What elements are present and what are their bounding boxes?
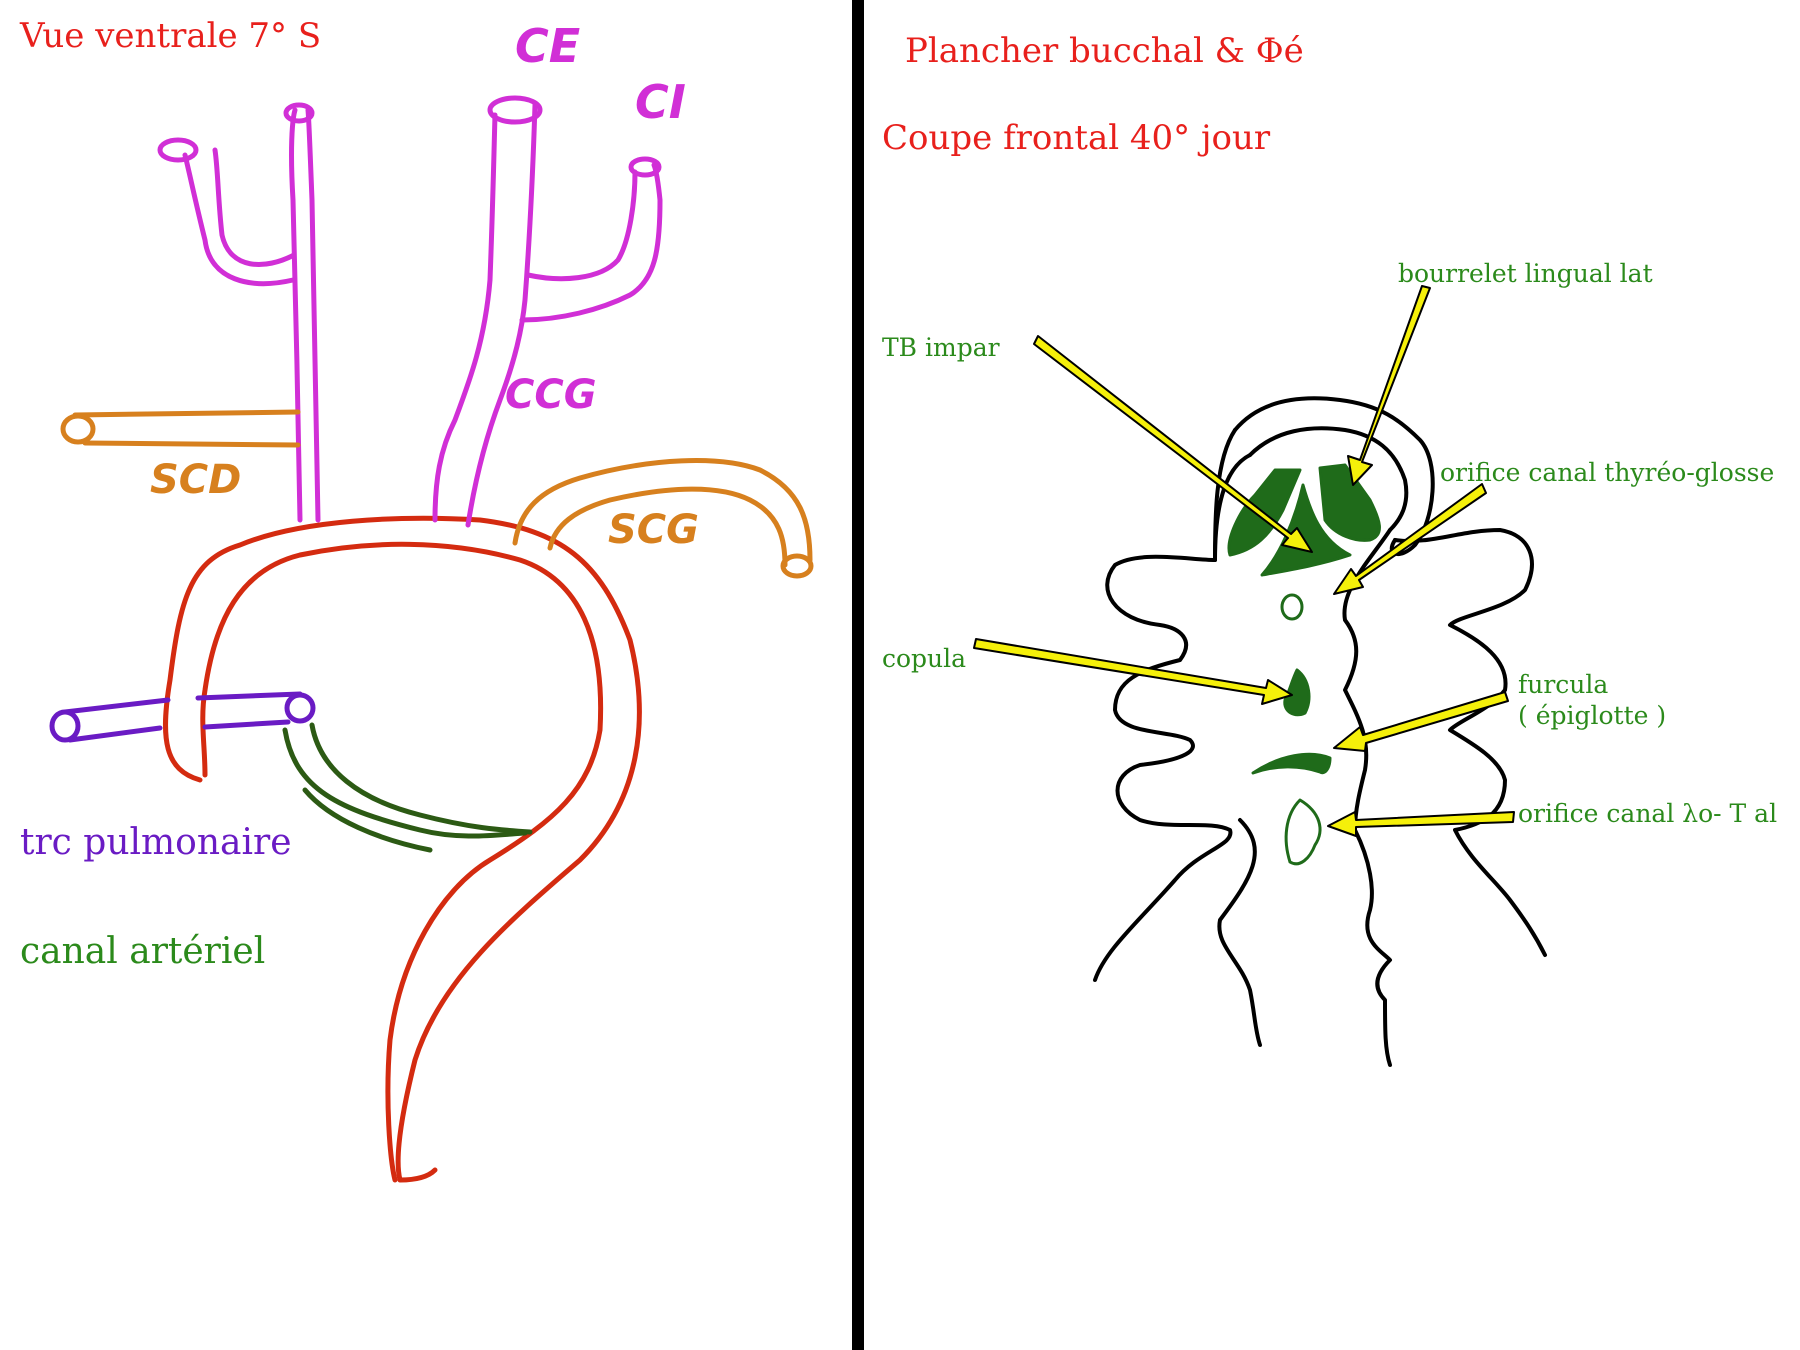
arrow-bourrelet: [1347, 285, 1431, 486]
lateral-lingual-swelling-right: [1318, 463, 1381, 542]
arrow-orifice-thyreo: [1333, 483, 1487, 595]
left-subclavian: [512, 458, 814, 579]
panel-divider: [852, 0, 864, 1350]
legend-pulmonary-trunk: trc pulmonaire: [20, 822, 292, 863]
label-ci: CI: [635, 75, 686, 129]
arrow-orifice-lt: [1327, 811, 1515, 837]
laryngotracheal-orifice: [1284, 798, 1322, 866]
right-title: Plancher bucchal & Φé: [905, 31, 1304, 71]
arrow-tb-impar: [1033, 335, 1313, 553]
annot-bourrelet: bourrelet lingual lat: [1398, 259, 1653, 288]
annot-copula: copula: [882, 644, 966, 673]
label-ccg: CCG: [505, 372, 597, 418]
left-panel: Vue ventrale 7° S: [19, 16, 814, 1183]
right-subtitle: Coupe frontal 40° jour: [882, 118, 1271, 158]
annot-furcula: furcula: [1518, 670, 1608, 699]
copula: [1283, 668, 1311, 717]
annot-epiglotte: ( épiglotte ): [1518, 701, 1666, 730]
left-title: Vue ventrale 7° S: [19, 16, 321, 56]
right-panel: Plancher bucchal & Φé Coupe frontal 40° …: [882, 31, 1777, 1067]
label-ce: CE: [515, 19, 580, 73]
arrow-copula: [973, 638, 1293, 705]
pulmonary-trunk: [49, 691, 316, 743]
arrow-furcula: [1333, 691, 1509, 752]
ductus-arteriosus: [282, 722, 533, 853]
furcula: [1251, 752, 1332, 775]
label-scd: SCD: [150, 457, 241, 503]
legend-ductus: canal artériel: [20, 931, 265, 972]
annotation-labels: bourrelet lingual lat TB impar orifice c…: [882, 259, 1777, 828]
annotation-arrows: [973, 285, 1515, 837]
left-common-carotid: [432, 95, 663, 528]
annot-orifice-lt: orifice canal λo- T al: [1518, 799, 1777, 828]
annot-orifice-thyreo: orifice canal thyréo-glosse: [1440, 458, 1774, 487]
foramen-caecum: [1280, 593, 1304, 621]
label-scg: SCG: [608, 507, 699, 553]
aorta: [163, 515, 642, 1183]
annot-tb-impar: TB impar: [882, 333, 1000, 362]
right-subclavian: [60, 409, 301, 448]
